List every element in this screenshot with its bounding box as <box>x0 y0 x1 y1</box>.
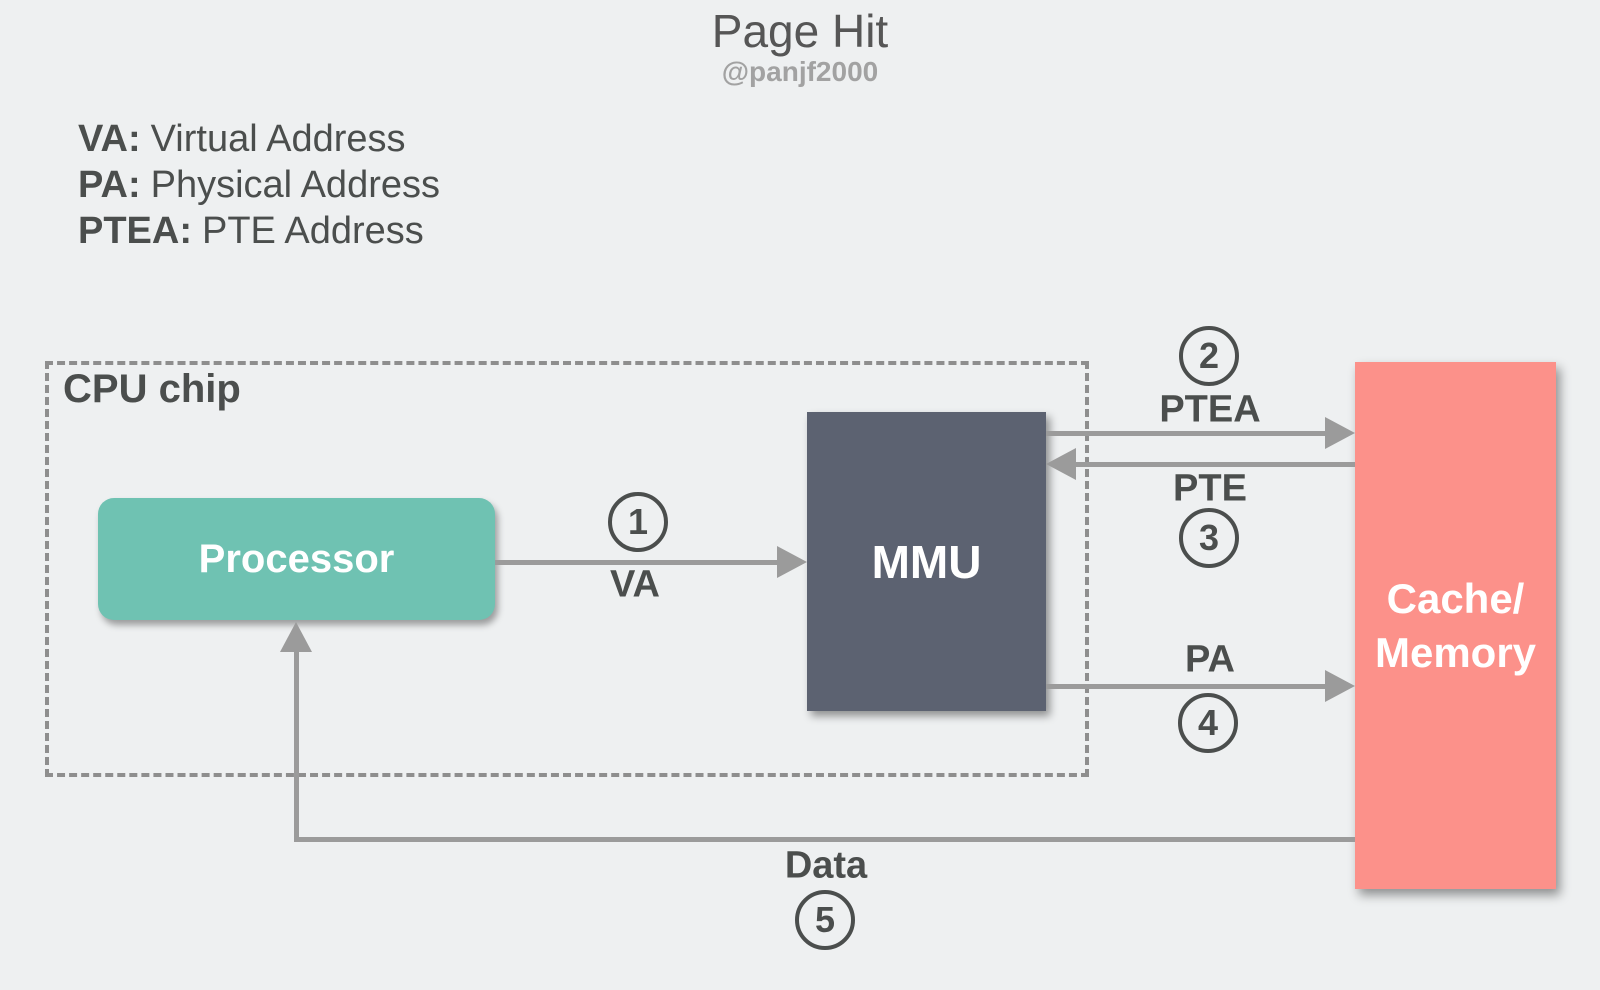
pte-label: PTE <box>1173 467 1247 510</box>
pte-arrowhead-icon <box>1046 448 1076 480</box>
legend-item-pa: PA:Physical Address <box>78 162 440 208</box>
legend-definition: Physical Address <box>150 164 440 206</box>
step-3-badge: 3 <box>1179 508 1239 568</box>
legend-definition: PTE Address <box>202 210 424 252</box>
legend-term: PTEA: <box>78 210 192 252</box>
legend-item-ptea: PTEA:PTE Address <box>78 208 440 254</box>
va-label: VA <box>610 563 660 606</box>
step-5-number: 5 <box>814 899 836 940</box>
pa-label: PA <box>1185 638 1235 681</box>
legend-term: VA: <box>78 118 141 160</box>
data-arrowhead-icon <box>280 622 312 652</box>
processor-label: Processor <box>198 536 395 581</box>
step-5-badge: 5 <box>795 890 855 950</box>
step-2-number: 2 <box>1198 335 1220 376</box>
ptea-label: PTEA <box>1159 388 1261 431</box>
step-4-badge: 4 <box>1178 693 1238 753</box>
page-title: Page Hit <box>711 5 889 57</box>
data-arrow-line-vertical <box>294 652 299 842</box>
ptea-arrow-line <box>1046 431 1325 436</box>
legend-term: PA: <box>78 164 141 206</box>
pte-arrow-line <box>1076 462 1355 467</box>
cpu-chip-label: CPU chip <box>63 367 241 411</box>
step-2-badge: 2 <box>1179 326 1239 386</box>
cache-label-line2: Memory <box>1374 628 1537 676</box>
mmu-node: MMU <box>807 412 1046 711</box>
pa-arrowhead-icon <box>1325 670 1355 702</box>
ptea-arrowhead-icon <box>1325 417 1355 449</box>
cache-label-line1: Cache/ <box>1386 574 1525 622</box>
step-4-number: 4 <box>1197 702 1219 743</box>
step-1-badge: 1 <box>608 492 668 552</box>
pa-arrow-line <box>1046 684 1325 689</box>
author-handle: @panjf2000 <box>721 56 879 87</box>
va-arrow-line <box>495 560 777 565</box>
processor-node: Processor <box>98 498 495 620</box>
step-1-number: 1 <box>627 501 649 542</box>
cpu-chip-boundary: CPU chip <box>45 361 1089 777</box>
data-label: Data <box>784 844 868 887</box>
data-arrow-line-horizontal <box>294 837 1355 842</box>
step-3-number: 3 <box>1198 517 1220 558</box>
legend-definition: Virtual Address <box>150 118 406 160</box>
legend: VA:Virtual Address PA:Physical Address P… <box>78 116 440 254</box>
cache-memory-node: Cache/ Memory <box>1355 362 1556 889</box>
legend-item-va: VA:Virtual Address <box>78 116 440 162</box>
va-arrowhead-icon <box>777 546 807 578</box>
mmu-label: MMU <box>871 535 982 588</box>
